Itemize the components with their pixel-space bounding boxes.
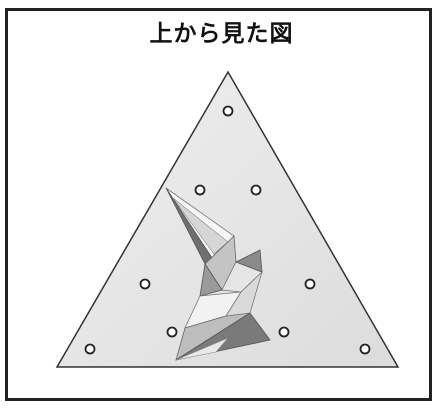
sculpture-facet	[199, 262, 223, 297]
sculpture-facet	[235, 249, 263, 273]
mounting-hole	[359, 343, 371, 355]
mounting-hole	[304, 278, 316, 290]
mounting-hole	[166, 326, 178, 338]
mounting-hole	[222, 105, 234, 117]
zigzag-sculpture	[165, 187, 271, 361]
mounting-hole	[139, 278, 151, 290]
sculpture-facet	[225, 270, 263, 317]
mounting-hole	[194, 184, 206, 196]
sculpture-facet	[175, 312, 271, 361]
triangular-plate	[55, 70, 400, 368]
mounting-hole	[84, 343, 96, 355]
sculpture-facet	[175, 337, 229, 361]
mounting-hole	[278, 326, 290, 338]
figure-title: 上から見た図	[149, 21, 294, 47]
mounting-holes	[84, 105, 371, 355]
mounting-hole	[250, 184, 262, 196]
